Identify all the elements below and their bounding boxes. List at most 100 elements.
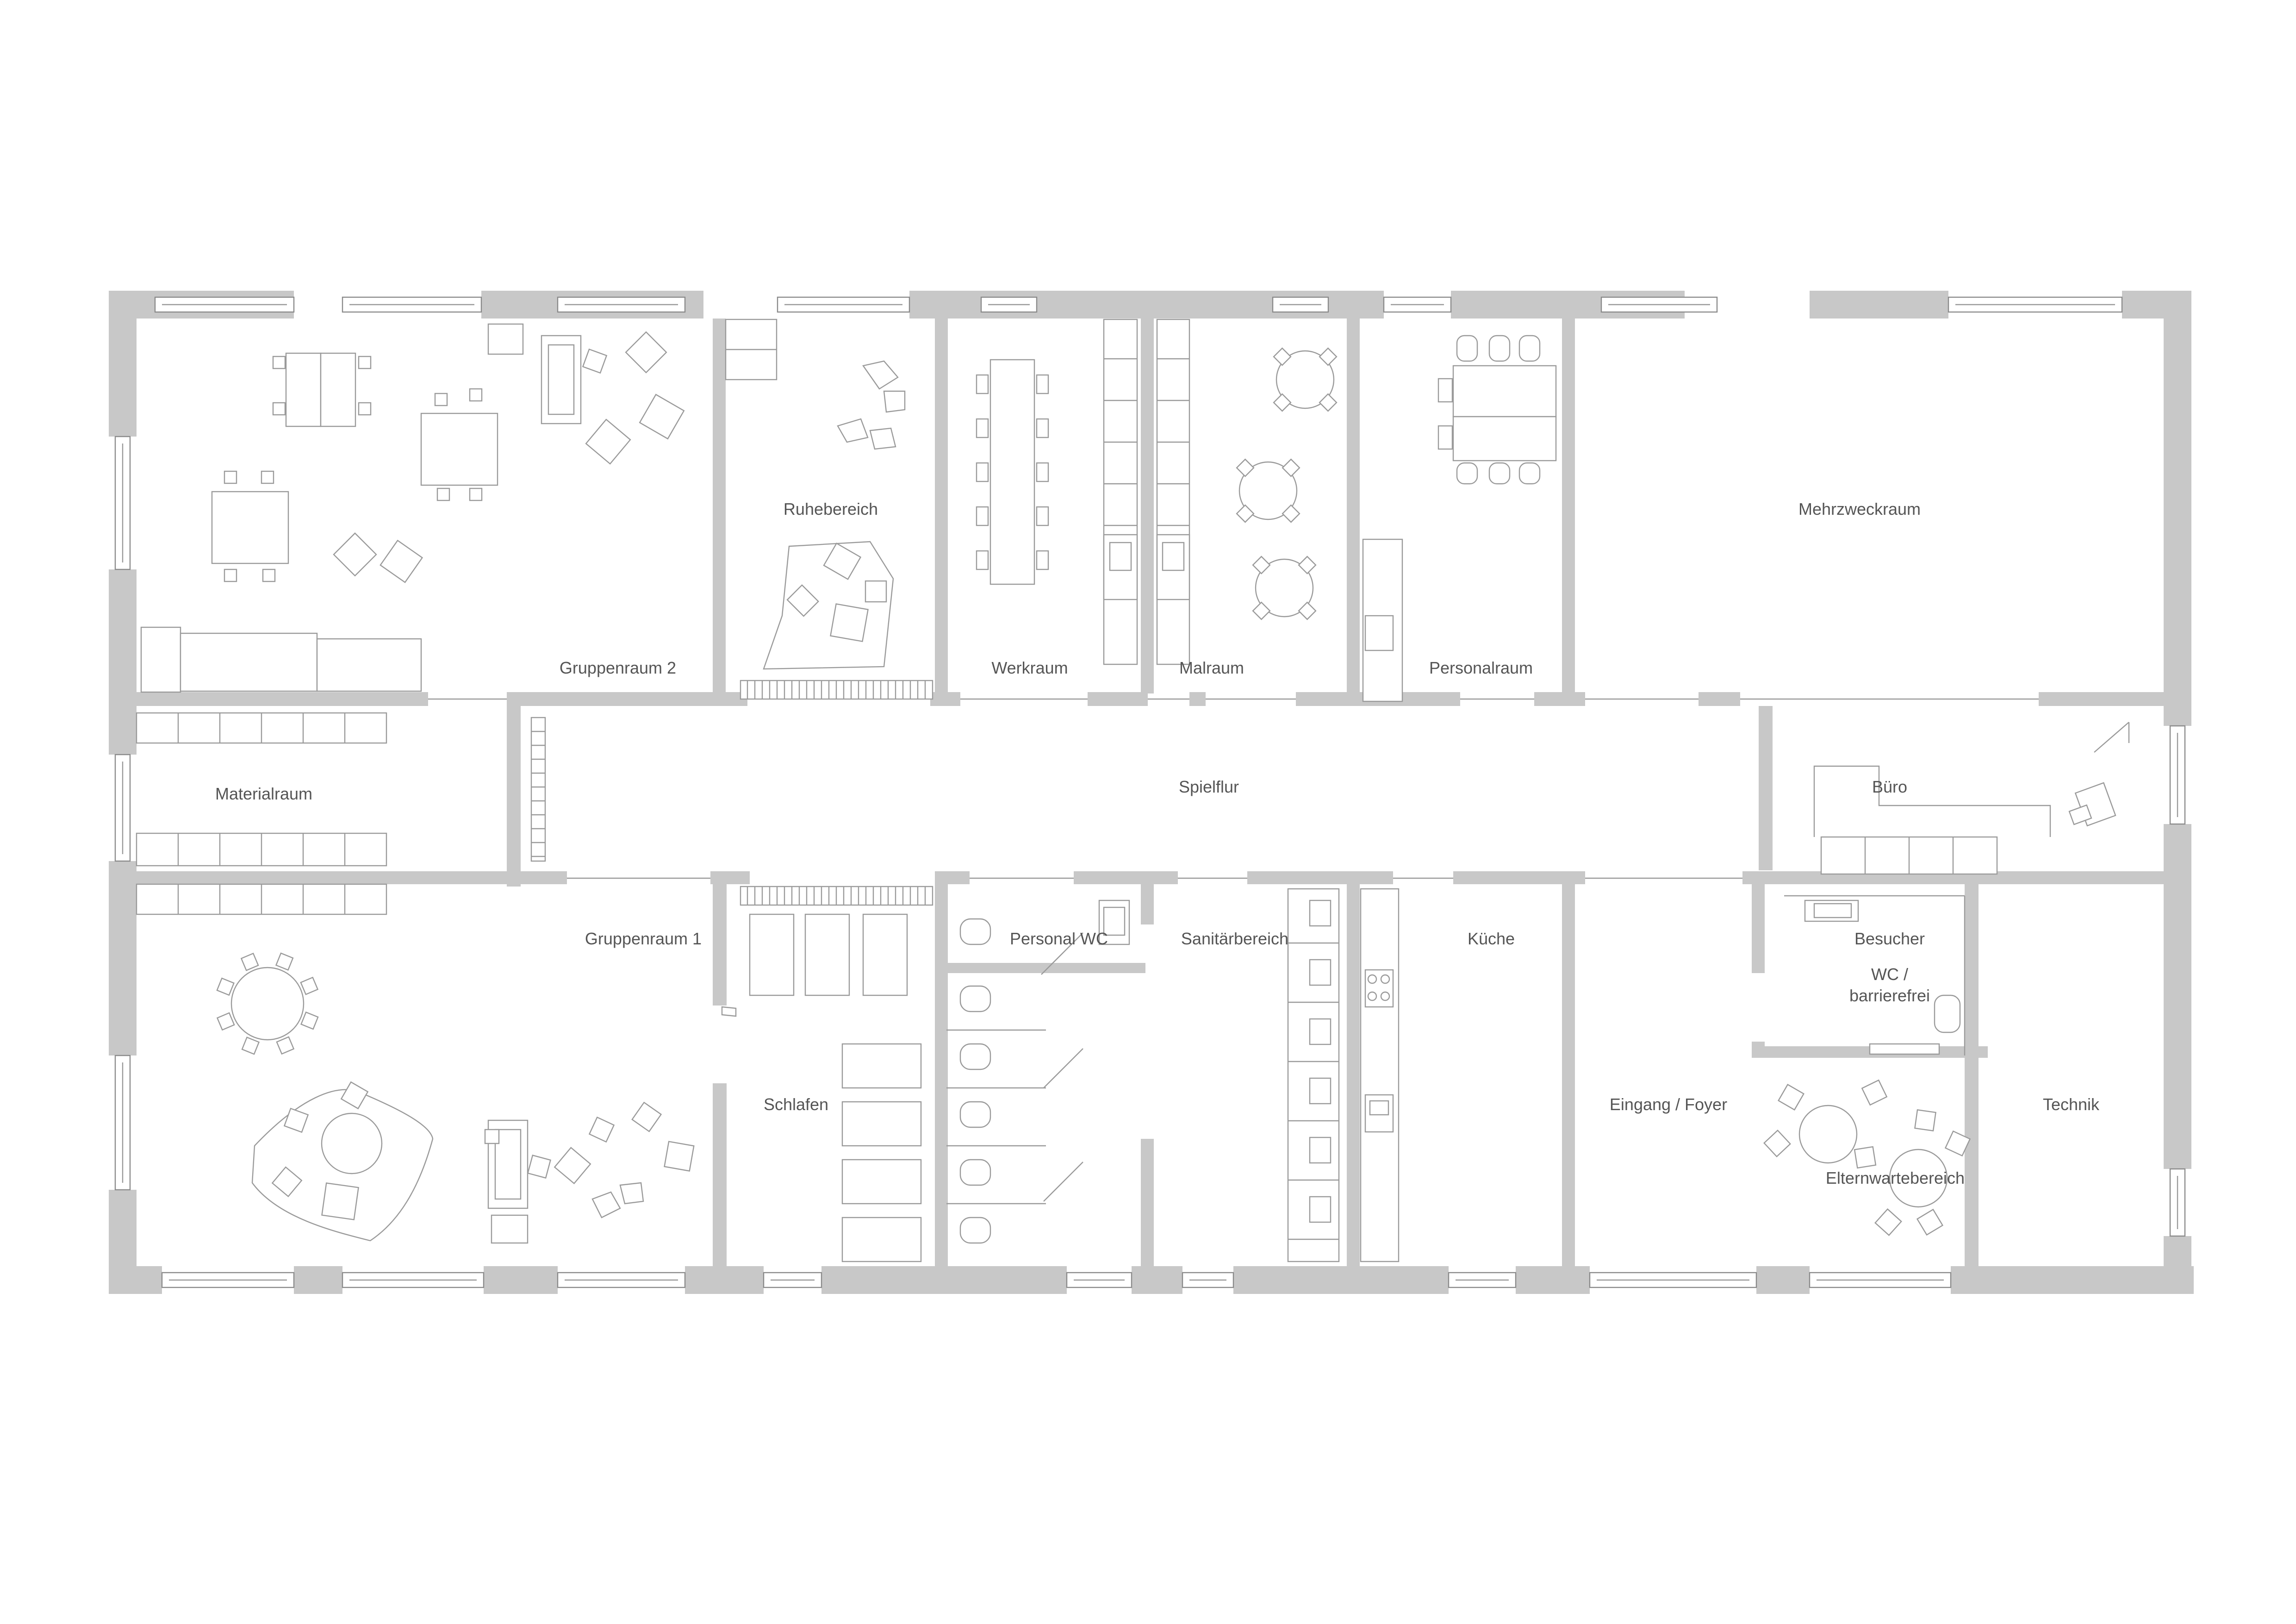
chair xyxy=(1437,378,1453,403)
washbasin xyxy=(1309,899,1332,927)
room-label-werkraum: Werkraum xyxy=(991,658,1068,677)
wall xyxy=(1951,1266,2194,1294)
table xyxy=(1452,416,1557,462)
cushion xyxy=(639,394,685,440)
chair xyxy=(241,1037,260,1055)
cushion xyxy=(588,1116,615,1143)
wall xyxy=(1534,692,1585,706)
chair xyxy=(976,506,989,526)
wall xyxy=(1233,1266,1449,1294)
cushion xyxy=(837,418,869,443)
wall xyxy=(935,319,948,693)
wall xyxy=(713,871,727,1006)
wall xyxy=(2164,1236,2191,1294)
cushion xyxy=(786,584,819,617)
chair xyxy=(262,568,276,582)
wall xyxy=(713,319,726,693)
kitchen-furniture xyxy=(1360,888,1400,1262)
wall xyxy=(935,692,960,706)
cushion xyxy=(340,1081,369,1110)
chair xyxy=(216,1012,235,1031)
toilet xyxy=(959,985,991,1012)
chair xyxy=(1916,1208,1944,1236)
corridor-shelves xyxy=(530,680,933,906)
doors xyxy=(1041,722,2130,1202)
visitor-wc-furniture xyxy=(1784,895,1966,1056)
bed xyxy=(841,1159,922,1205)
furniture xyxy=(136,319,2116,1262)
chair xyxy=(1282,458,1300,477)
chair xyxy=(976,550,989,570)
wall xyxy=(946,963,1145,973)
walls xyxy=(109,291,2194,1294)
room-label-buero: Büro xyxy=(1872,777,1907,796)
cushion xyxy=(823,542,862,580)
wall xyxy=(2164,291,2191,726)
wall xyxy=(1296,692,1324,706)
room-label-besucher: Besucher xyxy=(1854,929,1925,948)
round-table xyxy=(1276,350,1335,409)
chair xyxy=(1298,601,1317,620)
sink-basin xyxy=(1813,903,1852,918)
cushion xyxy=(883,390,906,413)
room-label-technik: Technik xyxy=(2043,1095,2100,1114)
round-tables xyxy=(1236,347,1338,620)
sink-basin xyxy=(1103,906,1126,936)
bed xyxy=(749,913,795,996)
chair xyxy=(1036,374,1049,394)
toilet xyxy=(959,1043,991,1070)
cushion xyxy=(591,1191,621,1218)
cushion xyxy=(862,360,899,390)
group-room-1-furniture xyxy=(216,952,737,1244)
chair xyxy=(1319,393,1338,412)
chair xyxy=(1282,504,1300,523)
table xyxy=(1452,365,1557,418)
chair xyxy=(1874,1208,1902,1236)
counter xyxy=(180,632,318,692)
chairs xyxy=(976,374,1049,570)
chair xyxy=(1778,1084,1804,1111)
chair xyxy=(272,356,286,369)
wall xyxy=(1759,713,1773,870)
cushion xyxy=(619,1182,644,1205)
wall xyxy=(1699,692,1740,706)
grab-bar xyxy=(1869,1043,1940,1055)
chair xyxy=(436,487,450,501)
wall xyxy=(1141,871,1154,924)
windows xyxy=(114,296,2186,1288)
cabinet-dividers xyxy=(1157,358,1189,526)
wall xyxy=(484,1266,558,1294)
room-label-gruppenraum-2: Gruppenraum 2 xyxy=(560,658,676,677)
kitchen-counter xyxy=(1360,888,1400,1262)
wall xyxy=(1453,871,1537,884)
chair xyxy=(487,323,524,355)
wall xyxy=(1347,319,1360,693)
chairs xyxy=(216,952,319,1055)
chair xyxy=(358,356,372,369)
sofa-seat xyxy=(548,344,575,415)
room-label-schlafen: Schlafen xyxy=(764,1095,828,1114)
washbasin xyxy=(1309,1137,1332,1164)
cushion xyxy=(321,1182,359,1220)
group-room-2-furniture xyxy=(140,319,778,693)
room-label-eingang-foyer: Eingang / Foyer xyxy=(1610,1095,1727,1114)
wall xyxy=(507,692,715,706)
cushion xyxy=(865,580,887,603)
room-label-besucher-wc: WC / xyxy=(1871,965,1908,984)
room-labels: Gruppenraum 2 Ruhebereich Werkraum Malra… xyxy=(215,500,2100,1187)
burner xyxy=(1380,991,1390,1001)
toilet-stalls xyxy=(946,985,1046,1244)
wall xyxy=(1810,291,1948,319)
wall xyxy=(1141,319,1154,693)
cushion xyxy=(830,603,869,642)
chair xyxy=(1273,393,1292,412)
chair xyxy=(1236,504,1255,523)
round-table xyxy=(1889,1149,1948,1208)
chair xyxy=(976,462,989,482)
wall xyxy=(1752,871,1765,973)
chair xyxy=(275,952,294,971)
chair xyxy=(1236,458,1255,477)
cushion xyxy=(869,427,896,450)
toilet xyxy=(959,1159,991,1186)
